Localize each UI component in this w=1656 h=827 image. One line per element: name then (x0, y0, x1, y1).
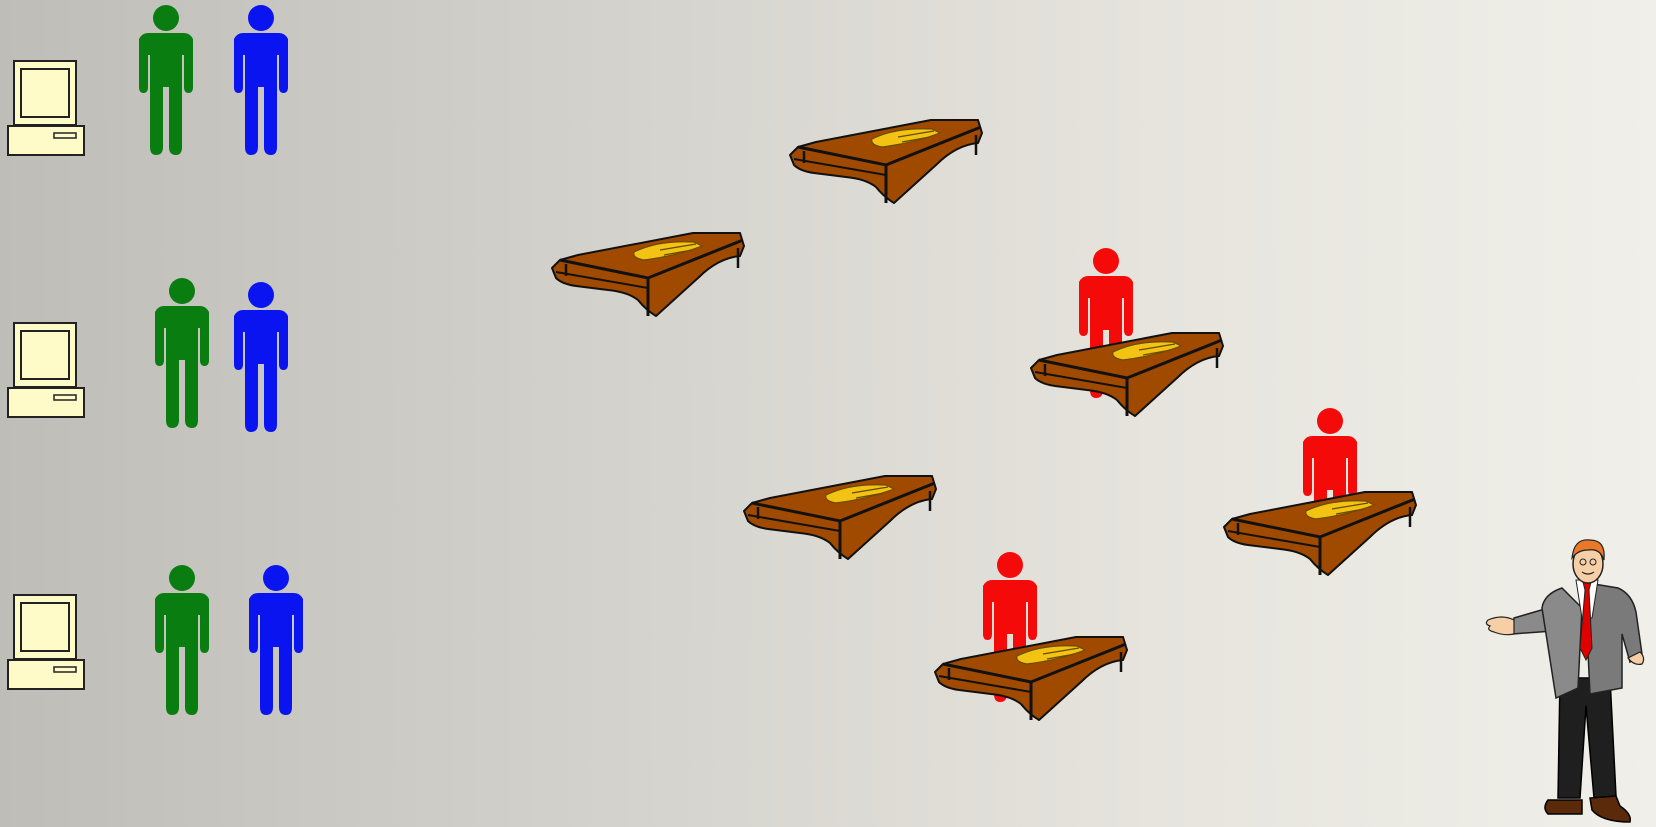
person-icon (229, 282, 293, 432)
desk-icon (548, 228, 748, 328)
computer-icon (6, 594, 86, 690)
computer-icon (6, 322, 86, 418)
presenter-figure (1482, 538, 1652, 826)
person-icon (150, 278, 214, 428)
desk-icon (931, 632, 1131, 732)
desk-icon (1220, 487, 1420, 587)
desk-icon (740, 471, 940, 571)
person-icon (229, 5, 293, 155)
person-icon (150, 565, 214, 715)
person-icon (244, 565, 308, 715)
desk-icon (786, 115, 986, 215)
computer-icon (6, 60, 86, 156)
desk-icon (1027, 328, 1227, 428)
person-icon (134, 5, 198, 155)
